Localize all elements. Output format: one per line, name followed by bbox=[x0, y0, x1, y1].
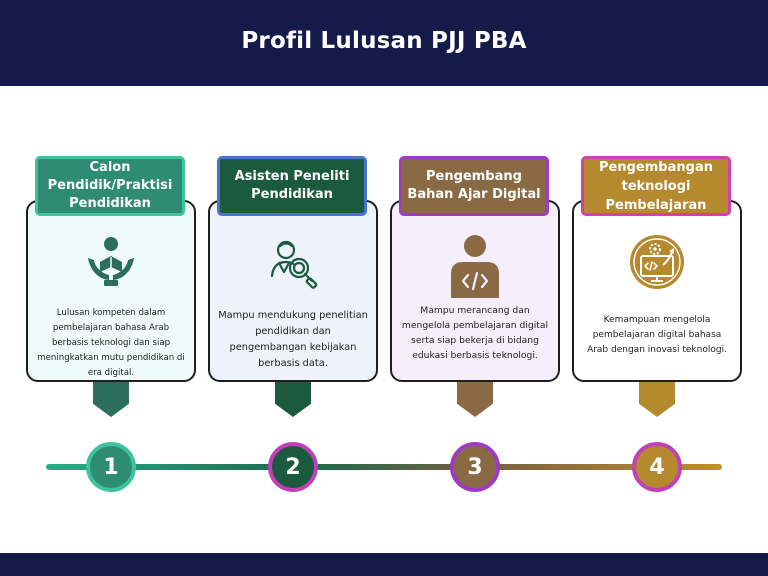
step-number-2: 2 bbox=[268, 442, 318, 492]
profile-card-2: Mampu mendukung penelitian pendidikan da… bbox=[208, 200, 378, 382]
pointer-arrow-2 bbox=[275, 382, 311, 417]
pointer-arrow-4 bbox=[639, 382, 675, 417]
timeline-line bbox=[46, 464, 722, 470]
header-bar: Profil Lulusan PJJ PBA bbox=[0, 0, 768, 86]
label-pengembangan-teknologi: Pengembangan teknologi Pembelajaran bbox=[581, 156, 731, 216]
card-1-description: Lulusan kompeten dalam pembelajaran baha… bbox=[37, 308, 185, 378]
learning-technology-gear-icon bbox=[627, 232, 687, 296]
label-calon-pendidik: Calon Pendidik/Praktisi Pendidikan bbox=[35, 156, 185, 216]
footer-bar bbox=[0, 553, 768, 576]
card-3-description: Mampu merancang dan mengelola pembelajar… bbox=[401, 305, 549, 361]
profile-card-4: Kemampuan mengelola pembelajaran digital… bbox=[572, 200, 742, 382]
profile-card-3: Mampu merancang dan mengelola pembelajar… bbox=[390, 200, 560, 382]
step-number-3: 3 bbox=[450, 442, 500, 492]
developer-code-icon bbox=[445, 232, 505, 302]
page-title: Profil Lulusan PJJ PBA bbox=[241, 28, 527, 54]
step-number-1: 1 bbox=[86, 442, 136, 492]
pointer-arrow-3 bbox=[457, 382, 493, 417]
step-number-4: 4 bbox=[632, 442, 682, 492]
card-4-description: Kemampuan mengelola pembelajaran digital… bbox=[587, 315, 727, 355]
researcher-magnifier-icon bbox=[265, 236, 321, 296]
card-2-description: Mampu mendukung penelitian pendidikan da… bbox=[218, 310, 368, 369]
education-hands-book-icon bbox=[83, 232, 139, 292]
profile-card-1: Lulusan kompeten dalam pembelajaran baha… bbox=[26, 200, 196, 382]
label-asisten-peneliti: Asisten Peneliti Pendidikan bbox=[217, 156, 367, 216]
label-pengembang-bahan-ajar: Pengembang Bahan Ajar Digital bbox=[399, 156, 549, 216]
pointer-arrow-1 bbox=[93, 382, 129, 417]
